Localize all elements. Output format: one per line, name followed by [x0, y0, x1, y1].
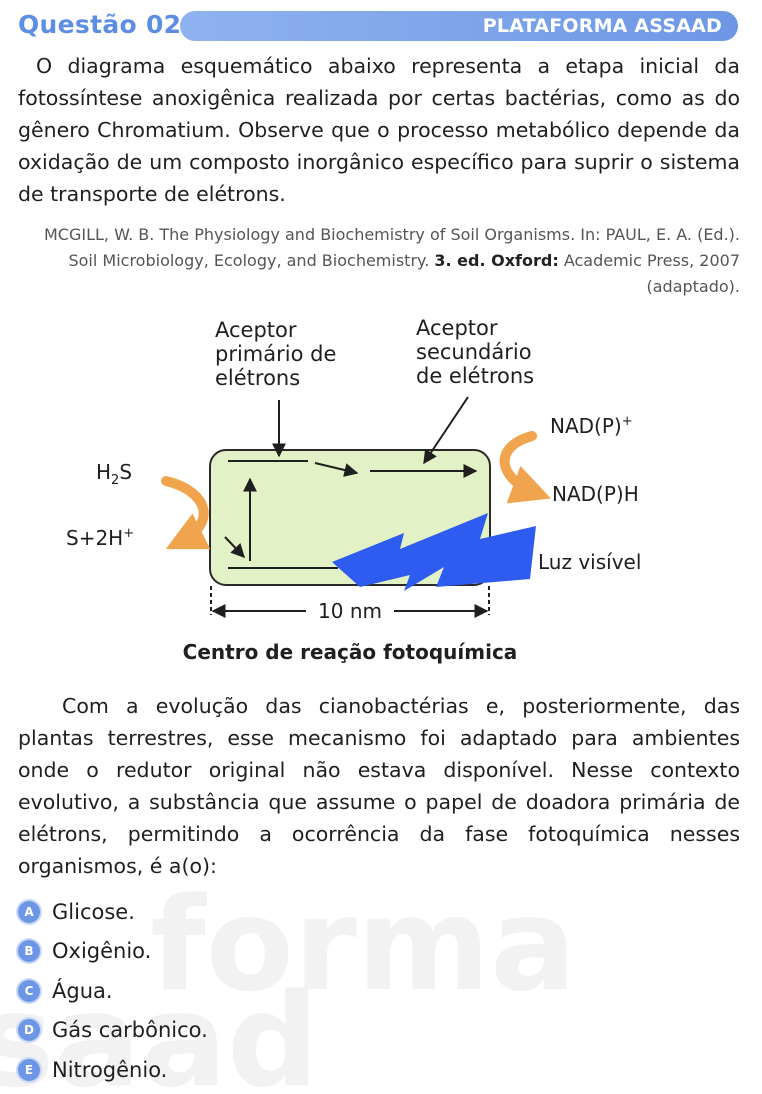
secondary-acceptor-label-1: Aceptor	[416, 316, 498, 340]
donor-curved-arrow	[161, 476, 211, 550]
citation-bold: 3. ed. Oxford:	[434, 251, 559, 270]
diagram-caption: Centro de reação fotoquímica	[183, 640, 518, 664]
option-c-badge[interactable]: C	[18, 979, 40, 1002]
option-e[interactable]: E Nitrogênio.	[18, 1050, 208, 1090]
option-c[interactable]: C Água.	[18, 971, 208, 1011]
secondary-acceptor-label-2: secundário	[416, 340, 532, 364]
header: Questão 02 PLATAFORMA ASSAAD	[0, 8, 762, 44]
option-b[interactable]: B Oxigênio.	[18, 932, 208, 972]
nadp-ox-sup: +	[622, 414, 633, 429]
primary-acceptor-label-2: primário de	[215, 342, 336, 366]
donor-sub: 2	[111, 473, 119, 488]
citation-part2: Academic Press, 2007 (adaptado).	[558, 251, 740, 296]
option-d-text: Gás carbônico.	[52, 1018, 208, 1043]
question-label: Questão 02	[18, 10, 182, 39]
platform-name: PLATAFORMA ASSAAD	[482, 15, 722, 37]
option-d-badge[interactable]: D	[18, 1019, 40, 1042]
option-d[interactable]: D Gás carbônico.	[18, 1011, 208, 1051]
answer-options: A Glicose. B Oxigênio. C Água. D Gás car…	[18, 892, 208, 1090]
scale-label: 10 nm	[318, 599, 382, 623]
question-intro: O diagrama esquemático abaixo representa…	[18, 54, 740, 206]
light-label: Luz visível	[538, 550, 641, 574]
option-a[interactable]: A Glicose.	[18, 892, 208, 932]
option-a-badge[interactable]: A	[18, 900, 40, 923]
nadp-curved-arrow	[499, 431, 552, 504]
primary-acceptor-label-3: elétrons	[215, 366, 300, 390]
donor-product-sup: +	[123, 526, 134, 541]
option-b-badge[interactable]: B	[18, 940, 40, 963]
option-e-text: Nitrogênio.	[52, 1057, 168, 1082]
nadp-ox-label: NAD(P)+	[550, 414, 633, 438]
donor-product-label: S+2H+	[66, 526, 134, 550]
question-body: Com a evolução das cianobactérias e, pos…	[18, 694, 740, 878]
primary-acceptor-label-1: Aceptor	[215, 318, 297, 342]
secondary-acceptor-label-3: de elétrons	[416, 364, 534, 388]
citation-part1: MCGILL, W. B. The Physiology and Biochem…	[43, 225, 740, 270]
transfer-arrow	[314, 462, 359, 477]
donor-label: H2S	[96, 460, 132, 488]
donor-product-base: S+2H	[66, 526, 123, 550]
light-lightning-bolt	[332, 513, 536, 591]
watermark-text-1: forma	[150, 871, 577, 1020]
donor-base: H	[96, 460, 111, 484]
secondary-acceptor-pointer	[423, 396, 469, 465]
donor-tail: S	[119, 460, 132, 484]
option-b-text: Oxigênio.	[52, 939, 152, 964]
reaction-center-diagram: Aceptor primário de elétrons Aceptor sec…	[66, 316, 641, 664]
nadp-ox-base: NAD(P)	[550, 414, 622, 438]
platform-banner: PLATAFORMA ASSAAD	[180, 11, 738, 41]
donor-entry-arrow	[224, 536, 245, 559]
option-e-badge[interactable]: E	[18, 1058, 40, 1081]
nadph-label: NAD(P)H	[552, 482, 639, 506]
option-a-text: Glicose.	[52, 899, 135, 924]
citation: MCGILL, W. B. The Physiology and Biochem…	[18, 222, 740, 300]
option-c-text: Água.	[52, 978, 113, 1003]
